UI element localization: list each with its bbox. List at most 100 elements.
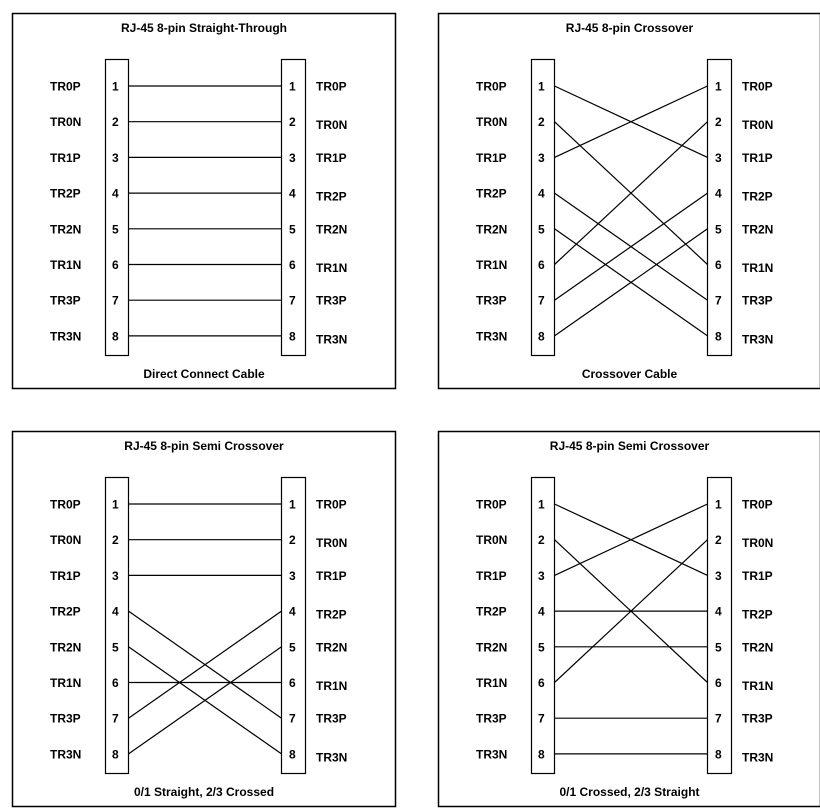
right-pin-number: 2 xyxy=(289,115,296,129)
left-pin-number: 2 xyxy=(538,533,545,547)
panel-title: RJ-45 8-pin Crossover xyxy=(566,21,694,35)
left-signal-label: TR2N xyxy=(476,640,507,654)
right-signal-label: TR2P xyxy=(316,190,347,204)
left-pin-number: 8 xyxy=(538,747,545,761)
left-pin-number: 3 xyxy=(112,151,119,165)
panel-frame xyxy=(437,430,820,808)
left-pin-number: 4 xyxy=(538,605,545,619)
right-signal-label: TR2P xyxy=(742,190,773,204)
right-pin-number: 3 xyxy=(715,569,722,583)
right-signal-label: TR1N xyxy=(316,679,347,693)
left-connector xyxy=(104,58,130,357)
left-pin-number: 6 xyxy=(112,258,119,272)
right-signal-label: TR2P xyxy=(316,608,347,622)
left-pin-number: 1 xyxy=(112,498,119,512)
left-pin-number: 4 xyxy=(112,605,119,619)
left-signal-label: TR2P xyxy=(50,187,81,201)
left-signal-label: TR3P xyxy=(50,712,81,726)
wire-6-to-2 xyxy=(554,121,708,265)
wire-8-to-5 xyxy=(554,228,708,337)
left-signal-label: TR2N xyxy=(476,222,507,236)
right-pin-number: 5 xyxy=(715,640,722,654)
left-signal-label: TR1P xyxy=(476,569,507,583)
left-connector xyxy=(104,476,130,775)
left-signal-label: TR3N xyxy=(476,329,507,343)
right-pin-number: 8 xyxy=(289,747,296,761)
right-pin-number: 5 xyxy=(289,222,296,236)
right-signal-label: TR2N xyxy=(742,222,773,236)
right-signal-label: TR0N xyxy=(742,536,773,550)
left-signal-label: TR0N xyxy=(50,533,81,547)
left-pin-number: 6 xyxy=(538,258,545,272)
right-signal-label: TR1P xyxy=(742,151,773,165)
wire-3-to-1 xyxy=(554,503,708,576)
left-pin-number: 8 xyxy=(112,747,119,761)
left-pin-number: 4 xyxy=(538,187,545,201)
right-signal-label: TR0N xyxy=(316,536,347,550)
left-signal-label: TR1N xyxy=(50,258,81,272)
left-connector xyxy=(530,58,556,357)
panel-title: RJ-45 8-pin Semi Crossover xyxy=(124,439,284,453)
right-pin-number: 1 xyxy=(289,498,296,512)
panel-frame xyxy=(11,430,397,808)
right-pin-number: 5 xyxy=(289,640,296,654)
right-signal-label: TR3P xyxy=(316,294,347,308)
left-connector xyxy=(530,476,556,775)
left-signal-label: TR0P xyxy=(50,80,81,94)
left-signal-label: TR1N xyxy=(476,676,507,690)
right-pin-number: 6 xyxy=(289,676,296,690)
left-pin-number: 5 xyxy=(538,640,545,654)
right-pin-number: 8 xyxy=(715,329,722,343)
right-pin-number: 8 xyxy=(715,747,722,761)
left-signal-label: TR3P xyxy=(476,294,507,308)
left-signal-label: TR1P xyxy=(476,151,507,165)
left-pin-number: 3 xyxy=(112,569,119,583)
right-signal-label: TR3N xyxy=(742,332,773,346)
left-signal-label: TR2N xyxy=(50,222,81,236)
right-pin-number: 1 xyxy=(289,80,296,94)
left-pin-number: 6 xyxy=(538,676,545,690)
left-signal-label: TR1P xyxy=(50,151,81,165)
left-signal-label: TR1P xyxy=(50,569,81,583)
right-signal-label: TR1N xyxy=(742,679,773,693)
left-signal-label: TR3N xyxy=(476,747,507,761)
left-signal-label: TR3N xyxy=(50,329,81,343)
wire-3-to-1 xyxy=(554,85,708,158)
left-signal-label: TR3P xyxy=(50,294,81,308)
right-pin-number: 2 xyxy=(715,115,722,129)
right-pin-number: 8 xyxy=(289,329,296,343)
left-signal-label: TR2P xyxy=(476,605,507,619)
left-signal-label: TR2P xyxy=(50,605,81,619)
left-pin-number: 3 xyxy=(538,569,545,583)
right-connector xyxy=(280,58,307,357)
right-pin-number: 7 xyxy=(289,294,296,308)
right-pin-number: 4 xyxy=(289,187,296,201)
right-pin-number: 2 xyxy=(715,533,722,547)
right-signal-label: TR1N xyxy=(742,261,773,275)
panel-frame xyxy=(11,12,397,390)
left-signal-label: TR2P xyxy=(476,187,507,201)
left-signal-label: TR0P xyxy=(50,498,81,512)
left-pin-number: 7 xyxy=(538,712,545,726)
left-signal-label: TR0N xyxy=(476,115,507,129)
left-pin-number: 8 xyxy=(112,329,119,343)
panel-caption: 0/1 Straight, 2/3 Crossed xyxy=(134,785,274,799)
right-signal-label: TR1P xyxy=(316,569,347,583)
right-signal-label: TR0P xyxy=(742,498,773,512)
right-pin-number: 6 xyxy=(289,258,296,272)
wire-8-to-5 xyxy=(128,646,282,755)
left-pin-number: 5 xyxy=(112,222,119,236)
left-pin-number: 3 xyxy=(538,151,545,165)
right-signal-label: TR0P xyxy=(316,498,347,512)
right-signal-label: TR2P xyxy=(742,608,773,622)
panel-title: RJ-45 8-pin Semi Crossover xyxy=(550,439,710,453)
right-signal-label: TR1N xyxy=(316,261,347,275)
left-pin-number: 2 xyxy=(538,115,545,129)
left-pin-number: 1 xyxy=(112,80,119,94)
right-signal-label: TR1P xyxy=(316,151,347,165)
left-signal-label: TR1N xyxy=(476,258,507,272)
right-pin-number: 7 xyxy=(289,712,296,726)
right-pin-number: 3 xyxy=(289,151,296,165)
